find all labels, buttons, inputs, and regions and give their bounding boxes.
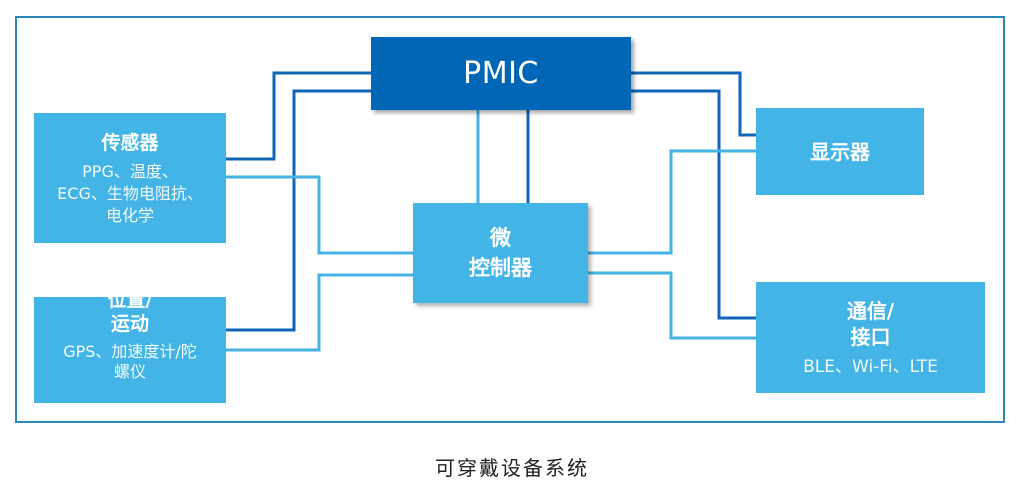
microcontroller-block: 微 控制器 [413, 203, 588, 303]
wire-mcu-display [588, 149, 756, 255]
display-block: 显示器 [756, 108, 924, 195]
sensors-block: 传感器 PPG、温度、 ECG、生物电阻抗、 电化学 [34, 113, 226, 243]
sensors-title: 传感器 [101, 132, 159, 154]
mcu-title-line: 控制器 [469, 256, 532, 280]
sensors-detail-line: PPG、温度、 [82, 162, 178, 181]
wire-position-pmic [226, 89, 371, 332]
comm-detail-line: BLE、Wi-Fi、LTE [803, 356, 938, 377]
position-detail-line: 螺仪 [113, 362, 146, 381]
mcu-title-line: 微 [490, 226, 511, 250]
pmic-block: PMIC [371, 37, 631, 110]
comm-title-line: 接口 [850, 324, 891, 349]
position-title-line: 运动 [110, 313, 149, 335]
wire-sensors-mcu [226, 175, 413, 255]
position-detail-line: GPS、加速度计/陀 [63, 342, 197, 361]
comm-title-line: 通信/ [846, 298, 895, 323]
wire-pmic-comm [631, 89, 756, 320]
sensors-detail-line: ECG、生物电阻抗、 [57, 184, 203, 203]
pmic-label: PMIC [463, 56, 539, 91]
position-motion-block: 位置/ 运动 GPS、加速度计/陀 螺仪 [34, 297, 226, 403]
figure-caption: 可穿戴设备系统 [435, 456, 589, 480]
sensors-detail-line: 电化学 [105, 206, 154, 225]
wire-mcu-comm [588, 271, 756, 340]
wire-pmic-display [631, 71, 756, 137]
display-title: 显示器 [810, 139, 870, 164]
system-frame [15, 16, 1005, 423]
communication-block: 通信/ 接口 BLE、Wi-Fi、LTE [756, 282, 985, 393]
wire-position-mcu [226, 273, 413, 352]
wire-sensors-pmic [226, 71, 371, 161]
position-title-line: 位置/ [107, 297, 153, 311]
